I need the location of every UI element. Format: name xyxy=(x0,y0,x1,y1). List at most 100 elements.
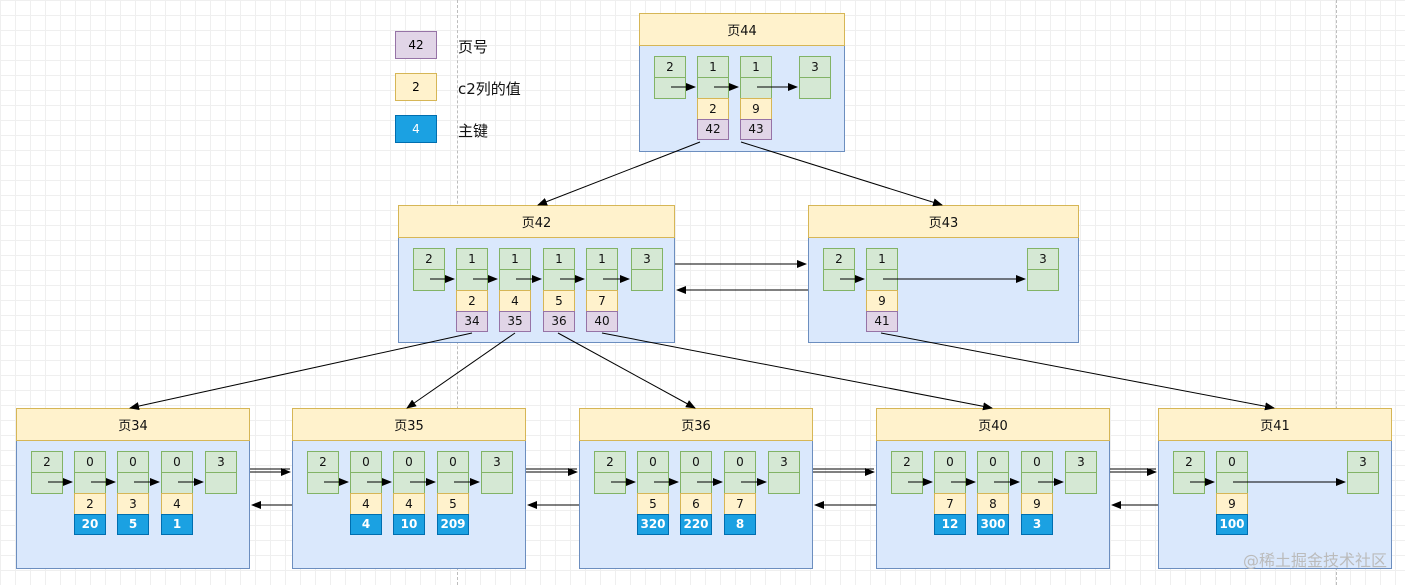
child-page-number-cell: 34 xyxy=(456,311,488,332)
page-title: 页35 xyxy=(292,408,526,441)
record-type-cell: 1 xyxy=(740,56,772,78)
record-type-cell: 2 xyxy=(891,451,923,473)
edge-p43-to-p41 xyxy=(880,332,1275,411)
next-record-pointer-cell xyxy=(631,269,663,291)
record-type-2: 2 xyxy=(823,248,855,332)
page-title: 页42 xyxy=(398,205,675,238)
child-page-number-cell: 36 xyxy=(543,311,575,332)
next-record-pointer-cell xyxy=(1347,472,1379,494)
record-type-3: 3 xyxy=(631,248,663,332)
record-type-cell: 0 xyxy=(637,451,669,473)
record-type-cell: 0 xyxy=(724,451,756,473)
record-type-cell: 0 xyxy=(117,451,149,473)
edge-p42-to-p35 xyxy=(406,332,516,409)
next-record-pointer-cell xyxy=(799,77,831,99)
primary-key-cell: 12 xyxy=(934,514,966,535)
c2-value-cell: 8 xyxy=(977,493,1009,515)
next-record-pointer-cell xyxy=(413,269,445,291)
page-title: 页34 xyxy=(16,408,250,441)
record-type-cell: 0 xyxy=(74,451,106,473)
child-page-number-cell: 40 xyxy=(586,311,618,332)
record-type-cell: 2 xyxy=(823,248,855,270)
edge-p42-to-p36 xyxy=(557,332,696,409)
primary-key-cell: 10 xyxy=(393,514,425,535)
next-record-pointer-cell xyxy=(456,269,488,291)
record-type-cell: 3 xyxy=(1027,248,1059,270)
c2-value-cell: 4 xyxy=(350,493,382,515)
primary-key-cell: 5 xyxy=(117,514,149,535)
record-type-2: 2 xyxy=(307,451,339,535)
record-type-2: 2 xyxy=(413,248,445,332)
c2-value-cell: 7 xyxy=(934,493,966,515)
page-title: 页36 xyxy=(579,408,813,441)
next-record-pointer-cell xyxy=(594,472,626,494)
next-record-pointer-cell xyxy=(117,472,149,494)
record-type-cell: 1 xyxy=(586,248,618,270)
record-type-3: 3 xyxy=(205,451,237,535)
primary-key-cell: 320 xyxy=(637,514,669,535)
page-title: 页43 xyxy=(808,205,1079,238)
c2-value-cell: 2 xyxy=(697,98,729,120)
next-record-pointer-cell xyxy=(74,472,106,494)
record-type-cell: 2 xyxy=(654,56,686,78)
next-record-pointer-cell xyxy=(350,472,382,494)
next-record-pointer-cell xyxy=(31,472,63,494)
record-type-cell: 2 xyxy=(594,451,626,473)
record-type-cell: 3 xyxy=(1347,451,1379,473)
primary-key-cell: 1 xyxy=(161,514,193,535)
c2-value-cell: 7 xyxy=(724,493,756,515)
record-type-cell: 0 xyxy=(437,451,469,473)
record-type-cell: 3 xyxy=(631,248,663,270)
next-record-pointer-cell xyxy=(977,472,1009,494)
record-type-cell: 3 xyxy=(1065,451,1097,473)
record-type-cell: 2 xyxy=(307,451,339,473)
record-type-cell: 3 xyxy=(481,451,513,473)
c2-value-cell: 4 xyxy=(393,493,425,515)
record-type-cell: 1 xyxy=(866,248,898,270)
record-type-3: 3 xyxy=(799,56,831,140)
next-record-pointer-cell xyxy=(205,472,237,494)
legend-label-page-number: 页号 xyxy=(458,38,489,56)
record-type-2: 2 xyxy=(594,451,626,535)
next-record-pointer-cell xyxy=(1027,269,1059,291)
primary-key-cell: 209 xyxy=(437,514,469,535)
c2-value-cell: 4 xyxy=(499,290,531,312)
record-type-cell: 2 xyxy=(1173,451,1205,473)
child-page-number-cell: 35 xyxy=(499,311,531,332)
primary-key-cell: 100 xyxy=(1216,514,1248,535)
legend-label-primary-key: 主键 xyxy=(458,122,489,140)
edge-p42-to-p40 xyxy=(601,332,993,411)
primary-key-cell: 220 xyxy=(680,514,712,535)
c2-value-cell: 9 xyxy=(1021,493,1053,515)
primary-key-cell: 20 xyxy=(74,514,106,535)
next-record-pointer-cell xyxy=(1021,472,1053,494)
c2-value-cell: 5 xyxy=(543,290,575,312)
record-type-cell: 0 xyxy=(977,451,1009,473)
next-record-pointer-cell xyxy=(393,472,425,494)
c2-value-cell: 2 xyxy=(456,290,488,312)
c2-value-cell: 2 xyxy=(74,493,106,515)
child-page-number-cell: 43 xyxy=(740,119,772,140)
c2-value-cell: 4 xyxy=(161,493,193,515)
legend-swatch-page-number: 42 xyxy=(395,31,437,59)
next-record-pointer-cell xyxy=(724,472,756,494)
next-record-pointer-cell xyxy=(680,472,712,494)
next-record-pointer-cell xyxy=(740,77,772,99)
record-type-3: 3 xyxy=(1027,248,1059,332)
